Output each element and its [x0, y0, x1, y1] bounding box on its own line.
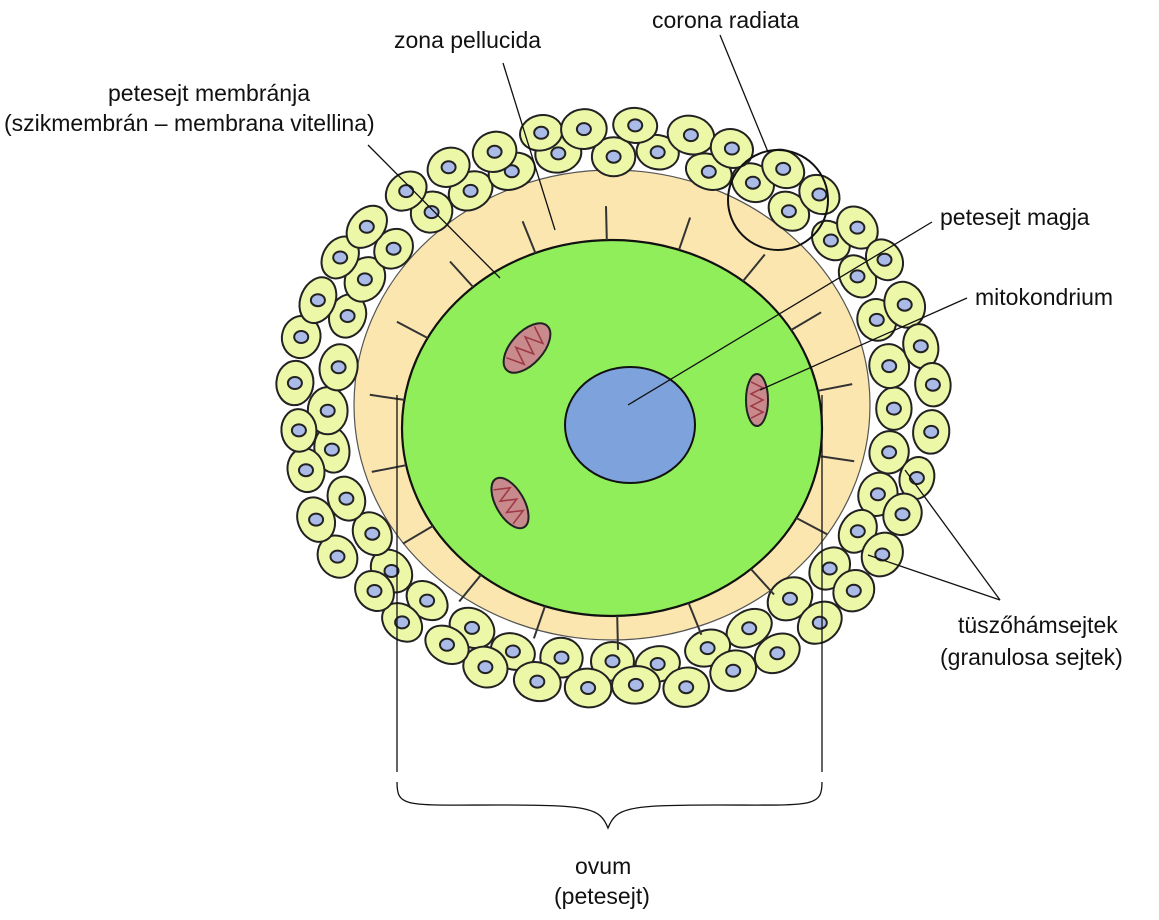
cell-process — [617, 616, 618, 650]
mitochondrion — [746, 374, 768, 426]
zona-pellucida-label: zona pellucida — [394, 27, 541, 54]
granulosa-leader-line-2 — [868, 555, 1000, 600]
membrane-label-line1: petesejt membránja — [108, 80, 310, 107]
egg-nucleus — [565, 367, 695, 483]
membrane-label-line2: (szikmembrán – membrana vitellina) — [4, 110, 375, 137]
granulosa-label-line1: tüszőhámsejtek — [958, 612, 1118, 639]
corona-radiata-label: corona radiata — [652, 7, 799, 34]
nucleus-label: petesejt magja — [940, 204, 1090, 231]
granulosa-cell — [876, 387, 911, 430]
cell-process — [606, 206, 607, 240]
ovum-label-line1: ovum — [575, 853, 631, 880]
granulosa-leader-line-1 — [905, 470, 1000, 600]
granulosa-label-line2: (granulosa sejtek) — [940, 644, 1123, 671]
granulosa-cell — [914, 362, 952, 408]
ovum-label-line2: (petesejt) — [554, 883, 650, 910]
ovum-brace — [397, 782, 822, 828]
granulosa-cell — [911, 409, 951, 456]
mitochondrion-label: mitokondrium — [975, 284, 1113, 311]
